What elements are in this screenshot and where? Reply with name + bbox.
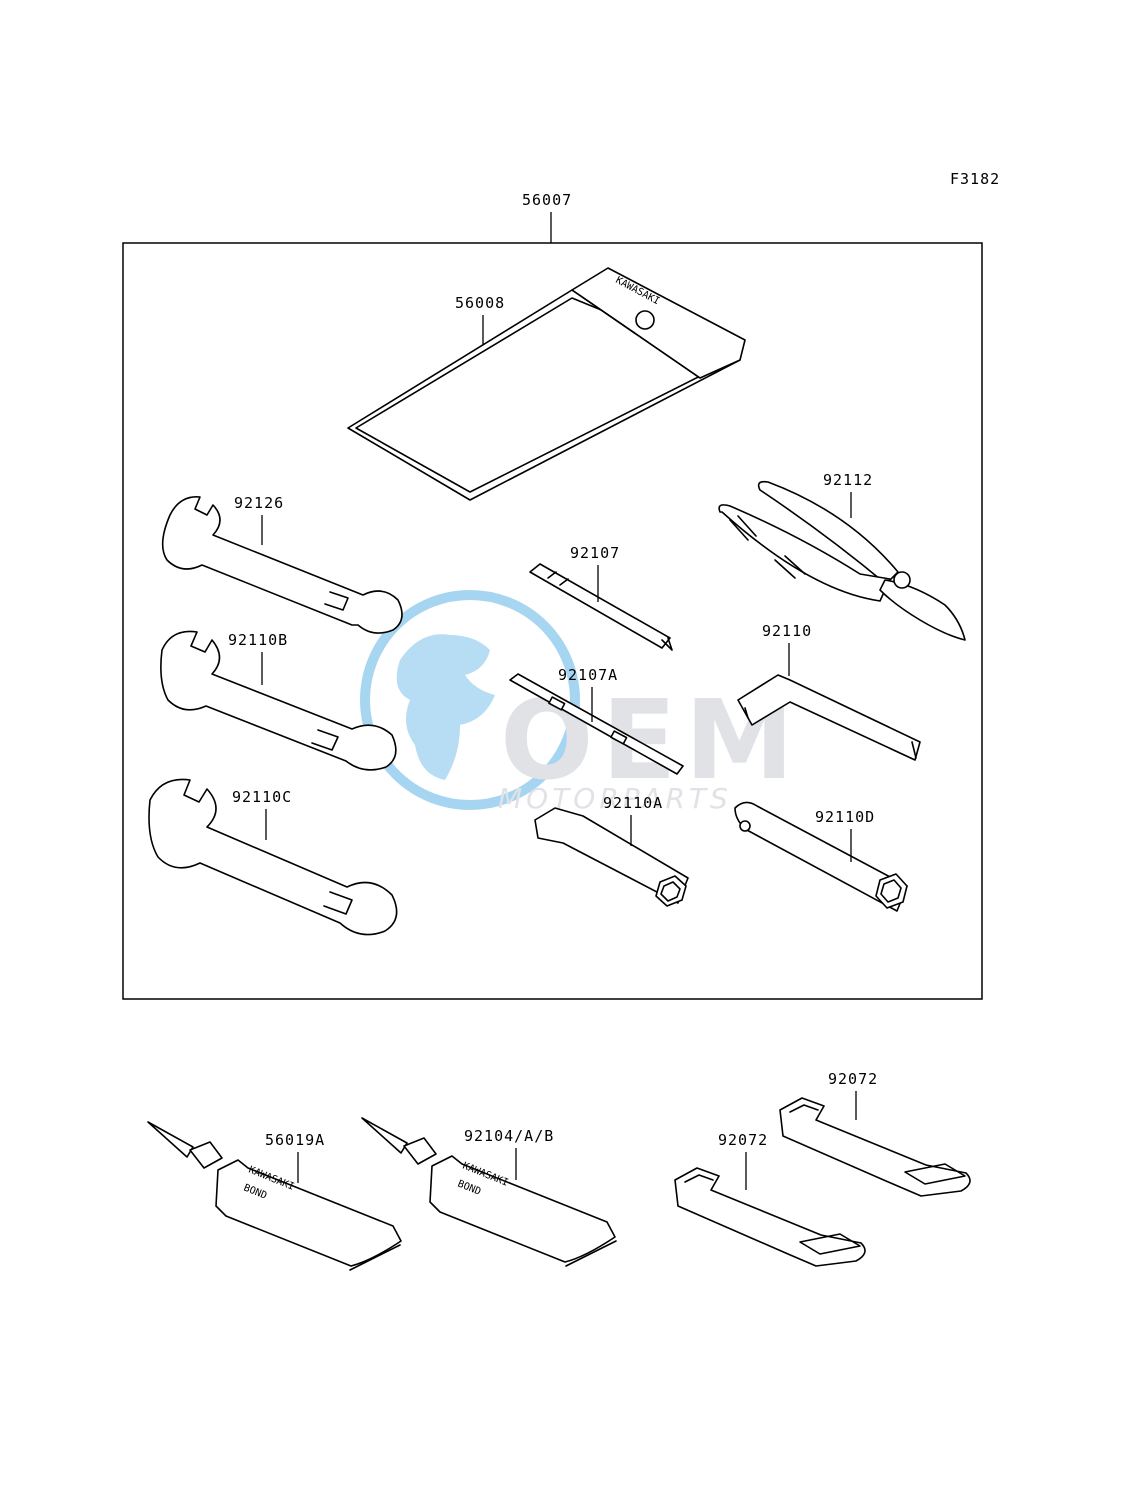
bond-tube-56019a: KAWASAKI BOND (147, 1121, 402, 1271)
hex-key-92110 (737, 674, 921, 761)
tool-pouch: KAWASAKI (347, 267, 746, 501)
wrench-92110c (148, 778, 398, 936)
label-bond-tube-92104: 92104/A/B (464, 1127, 554, 1145)
watermark: OEM MOTORPARTS (360, 590, 794, 815)
label-wrench-92110c: 92110C (232, 788, 292, 806)
continents-icon (396, 634, 495, 780)
strap-92072-bottom (674, 1167, 866, 1267)
label-socket-92110a: 92110A (603, 794, 663, 812)
socket-92110a (534, 807, 689, 907)
label-pouch: 56008 (455, 294, 505, 312)
label-pliers-92112: 92112 (823, 471, 873, 489)
label-kit: 56007 (522, 191, 572, 209)
label-hex-key-92110: 92110 (762, 622, 812, 640)
globe-icon (360, 590, 580, 810)
tool-kit-frame (122, 242, 983, 1000)
label-bond-tube-56019a: 56019A (265, 1131, 325, 1149)
socket-92110d (734, 801, 908, 912)
label-socket-92110d: 92110D (815, 808, 875, 826)
wrench-92110b (160, 630, 397, 771)
watermark-small: MOTORPARTS (498, 782, 732, 815)
label-strap-92072-top: 92072 (828, 1070, 878, 1088)
screwdriver-blade-92107a (509, 673, 684, 775)
label-wrench-92110b: 92110B (228, 631, 288, 649)
label-strap-92072-bottom: 92072 (718, 1131, 768, 1149)
figure-code: F3182 (950, 170, 1000, 188)
pliers-92112 (718, 480, 966, 641)
label-wrench-92126: 92126 (234, 494, 284, 512)
screwdriver-92107 (529, 563, 673, 651)
wrench-92126 (161, 496, 403, 634)
label-screwdriver-92107: 92107 (570, 544, 620, 562)
strap-92072-top (779, 1097, 971, 1197)
label-screwdriver-blade-92107a: 92107A (558, 666, 618, 684)
